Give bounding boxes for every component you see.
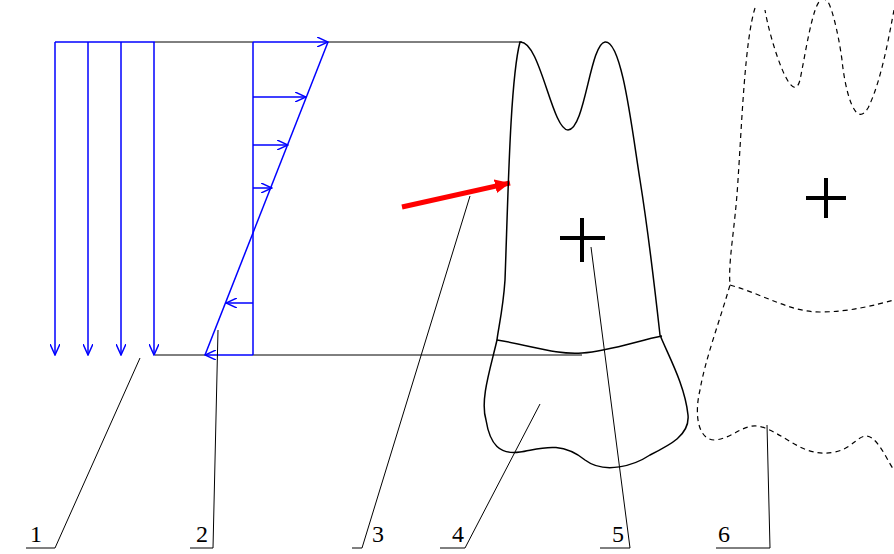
callout-number: 3 xyxy=(372,522,384,546)
callout-number: 5 xyxy=(612,522,624,546)
callout-number: 6 xyxy=(718,522,730,546)
callout-number: 4 xyxy=(452,522,464,546)
callout-number: 2 xyxy=(196,522,208,546)
callout-number: 1 xyxy=(30,522,42,546)
